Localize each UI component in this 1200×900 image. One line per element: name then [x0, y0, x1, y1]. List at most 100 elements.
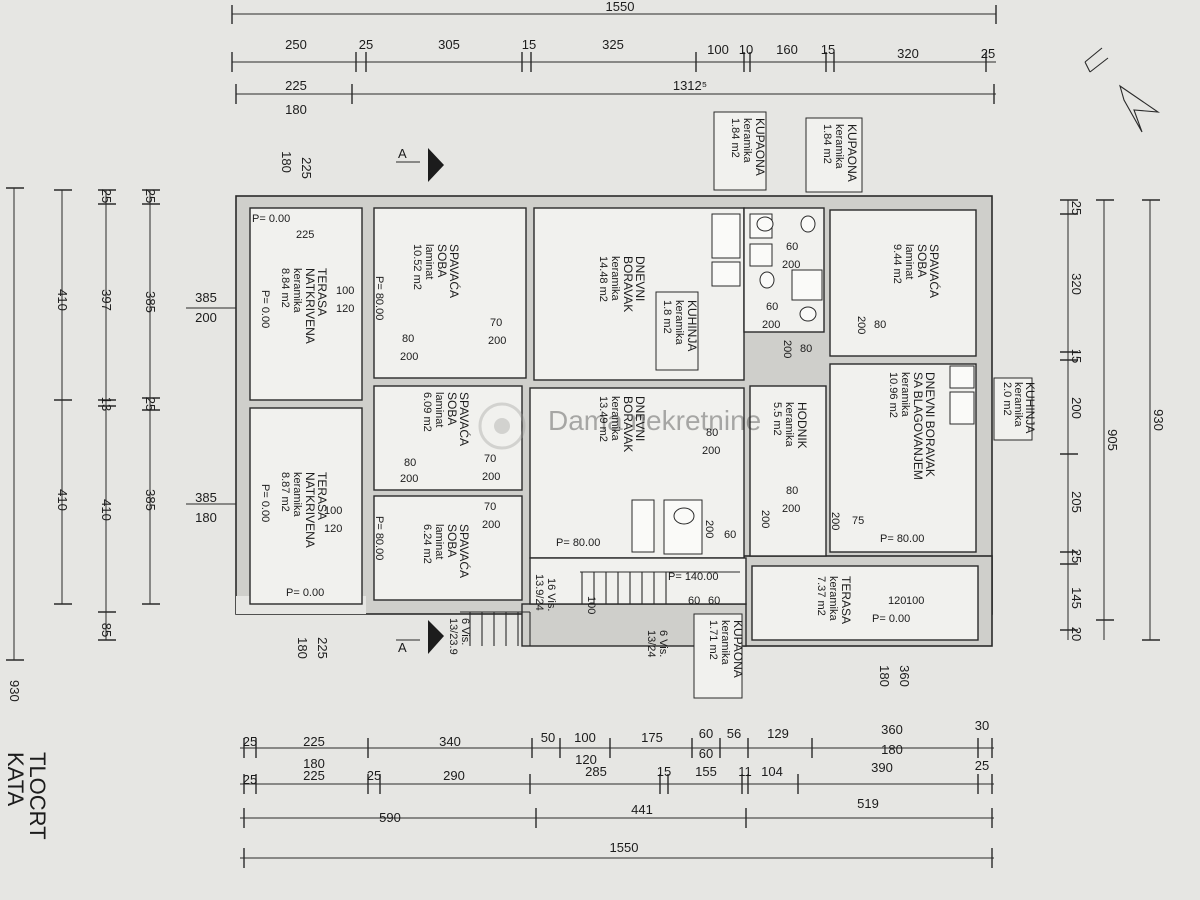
dim-side-180b: 180	[295, 637, 310, 659]
room-terasa-2	[249, 407, 363, 605]
svg-text:8.87 m2: 8.87 m2	[279, 472, 291, 512]
bottom-dimension-lines: 25 225 340 50 100 175 60 56 129 360 30 1…	[240, 718, 994, 868]
svg-text:2.0 m2: 2.0 m2	[1001, 382, 1013, 416]
dim-right-total: 930	[1151, 409, 1166, 431]
svg-text:keramika: keramika	[673, 300, 685, 346]
svg-text:DNEVNI: DNEVNI	[633, 396, 647, 441]
room-terasa-3	[751, 565, 979, 641]
svg-text:P= 0.00: P= 0.00	[872, 613, 910, 625]
room-spavaca-3	[373, 495, 523, 601]
svg-text:60: 60	[786, 241, 798, 253]
svg-text:80: 80	[874, 319, 886, 331]
dim-side-225b: 225	[315, 637, 330, 659]
svg-text:100: 100	[336, 285, 354, 297]
svg-text:200: 200	[781, 340, 793, 358]
dim-top-seg-11: 25	[981, 46, 995, 61]
svg-text:100: 100	[585, 596, 597, 614]
svg-text:BORAVAK: BORAVAK	[621, 256, 635, 312]
label-spavaca-2: SPAVAĆA SOBA laminat 6.09 m2	[421, 392, 472, 446]
svg-text:80: 80	[404, 457, 416, 469]
staircase: 16 Vis. 13.9/24 6 Vis. 13/23.9 6 Vis. 13…	[447, 571, 740, 658]
dim-top-seg-2: 25	[359, 37, 373, 52]
dim-right-col2-b: 320	[1069, 273, 1084, 295]
svg-text:TERASA: TERASA	[315, 472, 329, 520]
dim-top-row3: 180	[285, 102, 307, 117]
svg-text:120: 120	[324, 523, 342, 535]
svg-text:SA BLAGOVANJEM: SA BLAGOVANJEM	[911, 372, 925, 480]
svg-text:laminat: laminat	[903, 244, 915, 279]
label-hodnik: HODNIK keramika 5.5 m2	[771, 402, 809, 449]
label-kuhinja-1: KUHINJA keramika 1.8 m2	[661, 300, 699, 351]
svg-text:360: 360	[881, 722, 903, 737]
section-markers: A A	[396, 146, 444, 655]
dim-top-seg-10: 320	[897, 46, 919, 61]
dim-bottom-total: 1550	[610, 840, 639, 855]
svg-text:200: 200	[782, 503, 800, 515]
section-marker-top: A	[398, 146, 407, 161]
label-dnevni-3: DNEVNI BORAVAK SA BLAGOVANJEM keramika 1…	[887, 372, 937, 480]
dim-top-seg-7: 10	[739, 42, 753, 57]
svg-text:100: 100	[324, 505, 342, 517]
dim-right-col2-f: 25	[1069, 549, 1084, 563]
room-dnevni-1	[533, 207, 745, 381]
dim-left-col2-b: 13	[99, 397, 114, 411]
svg-text:390: 390	[871, 760, 893, 775]
room-spavaca-1	[373, 207, 527, 379]
stairs-label-1b: 13.9/24	[533, 574, 545, 611]
dim-top-seg-5: 325	[602, 37, 624, 52]
svg-text:590: 590	[379, 810, 401, 825]
svg-text:P= 0.00: P= 0.00	[252, 213, 290, 225]
dim-right-180: 180	[877, 665, 892, 687]
svg-text:100: 100	[906, 595, 924, 607]
dim-left-terrace-3: 385	[195, 490, 217, 505]
svg-text:200: 200	[702, 445, 720, 457]
dim-top-row2-a: 225	[285, 78, 307, 93]
svg-text:1.71 m2: 1.71 m2	[707, 620, 719, 660]
svg-text:155: 155	[695, 764, 717, 779]
svg-text:120: 120	[336, 303, 354, 315]
svg-text:200: 200	[855, 316, 867, 334]
dim-right-col2-c: 15	[1069, 349, 1084, 363]
top-dimension-lines: 1550 250 25 305 15 325 100 10 160 15 320…	[231, 0, 997, 117]
svg-text:SPAVAĆA: SPAVAĆA	[927, 244, 942, 298]
dim-right-360: 360	[897, 665, 912, 687]
dim-left-top-25a: 25	[99, 189, 114, 203]
svg-text:P= 0.00: P= 0.00	[259, 484, 271, 522]
dim-top-seg-1: 250	[285, 37, 307, 52]
dim-side-225a: 225	[299, 157, 314, 179]
svg-text:KUPAONA: KUPAONA	[753, 118, 767, 176]
svg-text:200: 200	[703, 520, 715, 538]
svg-text:SPAVAĆA: SPAVAĆA	[457, 392, 472, 446]
svg-text:10.96 m2: 10.96 m2	[887, 372, 899, 418]
dim-left-col3-a: 385	[143, 291, 158, 313]
svg-text:1.84 m2: 1.84 m2	[729, 118, 741, 158]
stairs-label-3b: 13/24	[645, 630, 657, 658]
dim-right-col2-d: 200	[1069, 397, 1084, 419]
svg-text:keramika: keramika	[741, 118, 753, 164]
right-dimension-lines: 930 905 25 320 15 200 205 25 145 20 360 …	[877, 199, 1166, 687]
svg-text:HODNIK: HODNIK	[795, 402, 809, 449]
dim-right-col2-h: 20	[1069, 627, 1084, 641]
svg-text:keramika: keramika	[827, 576, 839, 622]
title-line-1: TLOCRT	[25, 752, 50, 840]
svg-text:9.44 m2: 9.44 m2	[891, 244, 903, 284]
stairs-label-2: 6 Vis.	[459, 618, 471, 645]
dim-left-col3-b: 25	[143, 397, 158, 411]
fixtures	[631, 213, 975, 555]
watermark-text: Dama nekretnine	[548, 405, 761, 436]
svg-text:KUPAONA: KUPAONA	[845, 124, 859, 182]
svg-text:200: 200	[482, 519, 500, 531]
label-terasa-3: TERASA keramika 7.37 m2	[815, 576, 853, 624]
svg-text:25: 25	[243, 734, 257, 749]
svg-text:200: 200	[829, 512, 841, 530]
svg-text:120: 120	[575, 752, 597, 767]
dim-top-seg-6: 100	[707, 42, 729, 57]
dim-left-top-25b: 25	[143, 189, 158, 203]
dim-left-terrace-2: 200	[195, 310, 217, 325]
rooms	[249, 207, 979, 641]
svg-text:SOBA: SOBA	[445, 524, 459, 557]
dim-left-col2-d: 85	[99, 623, 114, 637]
svg-text:keramika: keramika	[1012, 382, 1024, 428]
room-terasa-1	[249, 207, 363, 401]
svg-text:1.84 m2: 1.84 m2	[821, 124, 833, 164]
